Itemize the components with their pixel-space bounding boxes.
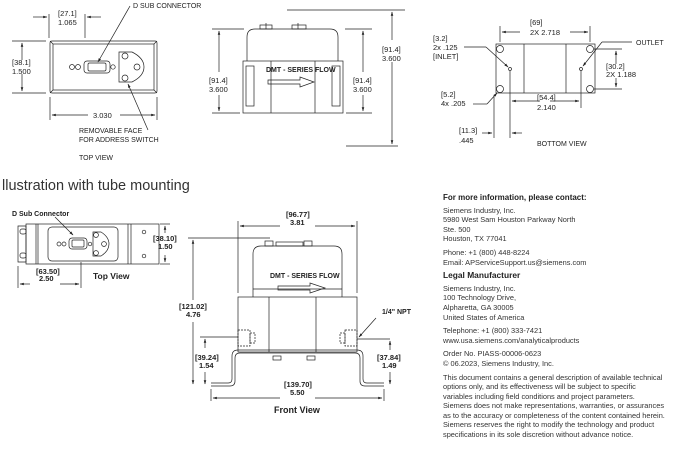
bottom-view-drawing [464,26,632,138]
disclaimer-line: specifications in its sole discretion wi… [443,430,634,440]
top-view-width-in: 1.065 [58,18,77,27]
front-view-height-mm: [121.02] [179,302,207,311]
contact-details: Phone: +1 (800) 448-8224 Email: APServic… [443,248,698,267]
side-view-right-mm: [91.4] [382,45,401,54]
bottom-view-mid-mm: [54.4] [537,93,556,102]
holes-mm: [5.2] [441,90,456,99]
side-view-mid-in: 3.600 [353,85,372,94]
front-view-height-in: 4.76 [186,310,201,319]
front-view-base-in: 5.50 [290,388,305,397]
side-view-body-label: DMT - SERIES FLOW [266,67,336,74]
d-sub-connector-callout: D SUB CONNECTOR [133,3,201,10]
side-view-drawing [212,9,405,147]
contact-address-line: Ste. 500 [443,224,471,234]
front-view-left-mm: [39.24] [195,353,219,362]
top-view-height-mm: [38.1] [12,58,31,67]
removable-face-callout-1: REMOVABLE FACE [79,128,143,135]
bottom-view-title: BOTTOM VIEW [537,141,587,148]
disclaimer-line: This document contains a general descrip… [443,372,663,382]
tube-top-view-title: Top View [93,271,130,281]
front-view-base-mm: [139.70] [284,380,312,389]
bottom-view-right-mm: [30.2] [606,62,625,71]
removable-face-callout-2: FOR ADDRESS SWITCH [79,137,159,144]
disclaimer-line: options only, and its effectiveness will… [443,382,636,392]
copyright: © 06.2023, Siemens Industry, Inc. [443,358,554,368]
legal-address: Siemens Industry, Inc. 100 Technology Dr… [443,284,698,322]
disclaimer-line: Siemens does not make representations, w… [443,401,665,411]
inlet-mm: [3.2] [433,34,448,43]
tube-d-sub-connector-callout: D Sub Connector [12,211,69,218]
legal-website[interactable]: www.usa.siemens.com/analyticalproducts [443,335,580,345]
side-view-left-in: 3.600 [209,85,228,94]
legal-telephone: Telephone: +1 (800) 333-7421 [443,326,543,336]
order-number: Order No. PIASS-00006-0623 [443,349,542,359]
front-view-body-label: DMT - SERIES FLOW [270,273,340,280]
inlet-label: [INLET] [433,52,458,61]
info-panel: For more information, please contact: Si… [443,193,698,444]
bottom-view-top-mm: [69] [530,18,543,27]
legal-address-line: Alpharetta, GA 30005 [443,302,514,312]
front-view-right-in: 1.49 [382,361,397,370]
bottom-view-mid-in: 2.140 [537,103,556,112]
tube-top-height-in: 1.50 [158,242,173,251]
front-view-title: Front View [274,405,321,415]
disclaimer: This document contains a general descrip… [443,373,698,440]
section-heading: llustration with tube mounting [2,178,190,194]
outlet-label: OUTLET [636,40,664,47]
side-view-mid-mm: [91.4] [353,76,372,85]
legal-address-line: 100 Technology Drive, [443,293,516,303]
top-view-length-in: 3.030 [93,111,112,120]
front-view-left-in: 1.54 [199,361,214,370]
contact-address-line: Siemens Industry, Inc. [443,205,516,215]
disclaimer-line: as to the accuracy or completeness of th… [443,410,665,420]
npt-callout: 1/4" NPT [382,309,412,316]
tube-top-view-drawing [17,216,170,288]
side-view-right-in: 3.600 [382,54,401,63]
disclaimer-line: Siemens reserves the right to modify the… [443,420,655,430]
bottom-view-top-in: 2X 2.718 [530,28,560,37]
legal-contact: Telephone: +1 (800) 333-7421 www.usa.sie… [443,326,698,345]
disclaimer-line: variables including field conditions and… [443,391,635,401]
top-view-title: TOP VIEW [79,155,113,162]
side-view-left-mm: [91.4] [209,76,228,85]
tube-top-offset-in: 2.50 [39,274,54,283]
top-view-width-mm: [27.1] [58,9,77,18]
bottom-view-right-in: 2X 1.188 [606,70,636,79]
legal-address-line: Siemens Industry, Inc. [443,283,516,293]
contact-address-line: Houston, TX 77041 [443,234,507,244]
contact-address-line: 5980 West Sam Houston Parkway North [443,215,576,225]
contact-email[interactable]: Email: APServiceSupport.us@siemens.com [443,257,587,267]
front-view-width-in: 3.81 [290,218,305,227]
legal-heading: Legal Manufacturer [443,270,521,281]
contact-address: Siemens Industry, Inc. 5980 West Sam Hou… [443,206,698,244]
tube-top-height-mm: [38.10] [153,234,177,243]
contact-phone: Phone: +1 (800) 448-8224 [443,247,530,257]
top-view-drawing [12,5,158,131]
front-view-width-mm: [96.77] [286,210,310,219]
bottom-view-offset-mm: [11.3] [459,126,477,135]
inlet-in: 2x .125 [433,43,458,52]
top-view-height-in: 1.500 [12,67,31,76]
legal-address-line: United States of America [443,312,525,322]
holes-in: 4x .205 [441,99,466,108]
contact-heading: For more information, please contact: [443,193,587,202]
bottom-view-offset-in: .445 [459,136,474,145]
tube-front-view-drawing [188,221,392,401]
order-info: Order No. PIASS-00006-0623 © 06.2023, Si… [443,349,698,368]
front-view-right-mm: [37.84] [377,353,401,362]
tube-top-offset-mm: [63.50] [36,267,60,276]
